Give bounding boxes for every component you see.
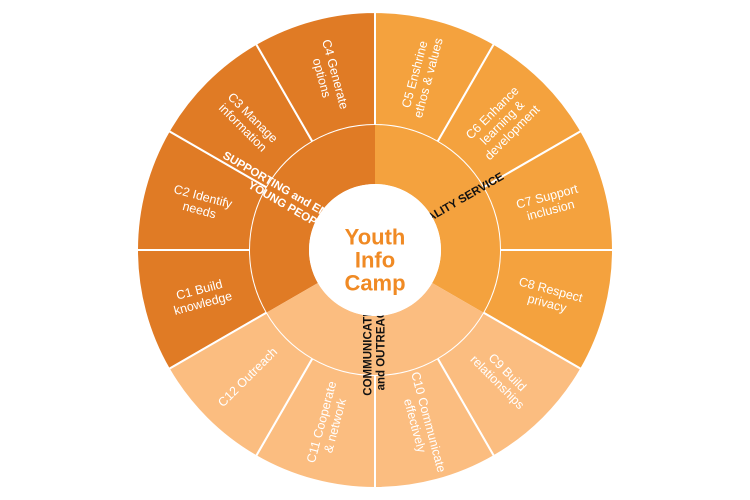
center-line-1: Youth <box>345 225 406 250</box>
section-band-supporting <box>250 125 375 313</box>
section-band-quality <box>375 125 500 313</box>
section-label-line: COMMUNICATION <box>363 296 375 395</box>
center-hub: Youth Info Camp <box>309 184 441 316</box>
section-label-line: and OUTREACH <box>376 302 388 391</box>
center-line-2: Info <box>355 248 395 273</box>
section-band-communication <box>266 283 484 375</box>
center-circle <box>309 184 441 316</box>
center-line-3: Camp <box>344 271 405 296</box>
